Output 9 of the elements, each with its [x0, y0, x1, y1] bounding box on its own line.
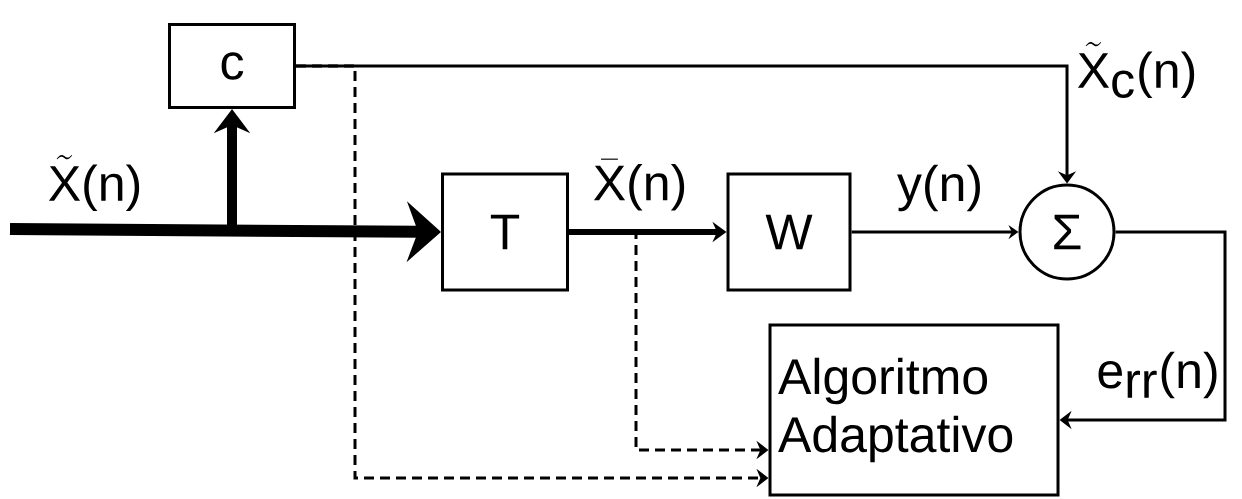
edge-label: $\tilde{\mbox{X}}_{\mbox{c}}\mbox{(n)}$ [1077, 42, 1195, 98]
edge-label: $\tilde{\mbox{X}}\mbox{(n)}$ [48, 155, 140, 211]
edge-label: $\mbox{e}_{\mbox{rr}}\mbox{(n)}$ [1098, 351, 1217, 399]
edge-label: $\mbox{y(n)}$ [897, 164, 980, 212]
edge-label: $\bar{\mbox{X}}\mbox{(n)}$ [593, 158, 685, 211]
block-box: Algoritmo Adaptativo [768, 323, 1060, 497]
block-box: W [726, 172, 852, 292]
block-box: c [168, 23, 296, 109]
block-box: T [441, 172, 569, 292]
